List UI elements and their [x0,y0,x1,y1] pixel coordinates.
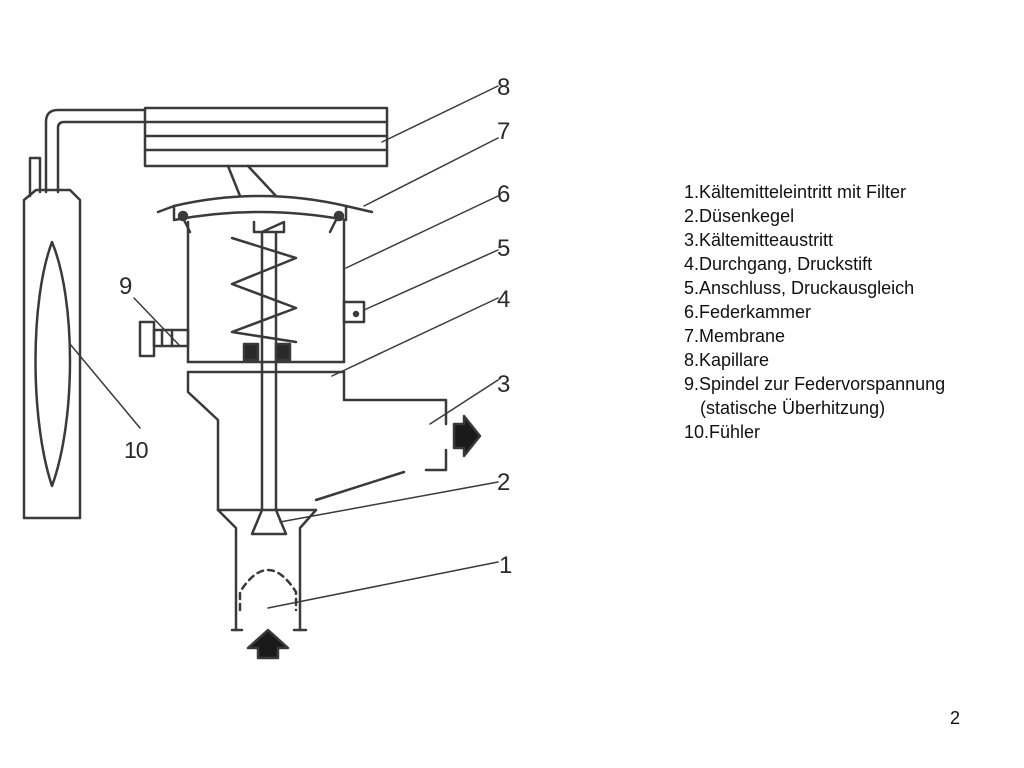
callout-3: 3 [497,371,510,398]
leader-lines [69,85,499,609]
legend-item: 8.Kapillare [684,350,770,370]
legend-item: 10.Fühler [684,422,761,442]
callout-7: 7 [497,118,510,145]
callout-8: 8 [497,74,510,101]
outlet-arrow [452,414,482,458]
callout-6: 6 [497,181,510,208]
inlet-arrow [246,628,290,660]
callout-9: 9 [119,273,132,300]
spring-chamber [186,220,346,374]
adjusting-spindle [138,320,190,358]
capillary-coil [143,106,389,198]
callout-2: 2 [497,469,510,496]
legend-item: 3.Kältemitteaustritt [684,230,834,250]
valve-body [186,370,448,632]
legend-item: 6.Federkammer [684,302,812,322]
slide-number: 2 [950,708,961,728]
legend-item: 5.Anschluss, Druckausgleich [684,278,915,298]
legend-item: 1.Kältemitteleintritt mit Filter [684,182,907,202]
callout-4: 4 [497,286,510,313]
legend-item: (statische Überhitzung) [700,398,886,418]
sensor-bulb [22,156,82,520]
diaphragm [156,194,374,234]
legend-item: 4.Durchgang, Druckstift [684,254,873,274]
pressure-equalization-port [342,300,366,324]
legend-list: 1.Kältemitteleintritt mit Filter 2.Düsen… [684,180,945,444]
callout-1: 1 [499,552,512,579]
legend-item: 9.Spindel zur Federvorspannung [684,374,946,394]
legend-item: 2.Düsenkegel [684,206,795,226]
legend-item: 7.Membrane [684,326,786,346]
callout-5: 5 [497,235,510,262]
callout-10: 10 [124,437,148,463]
capillary-tube [44,108,147,194]
